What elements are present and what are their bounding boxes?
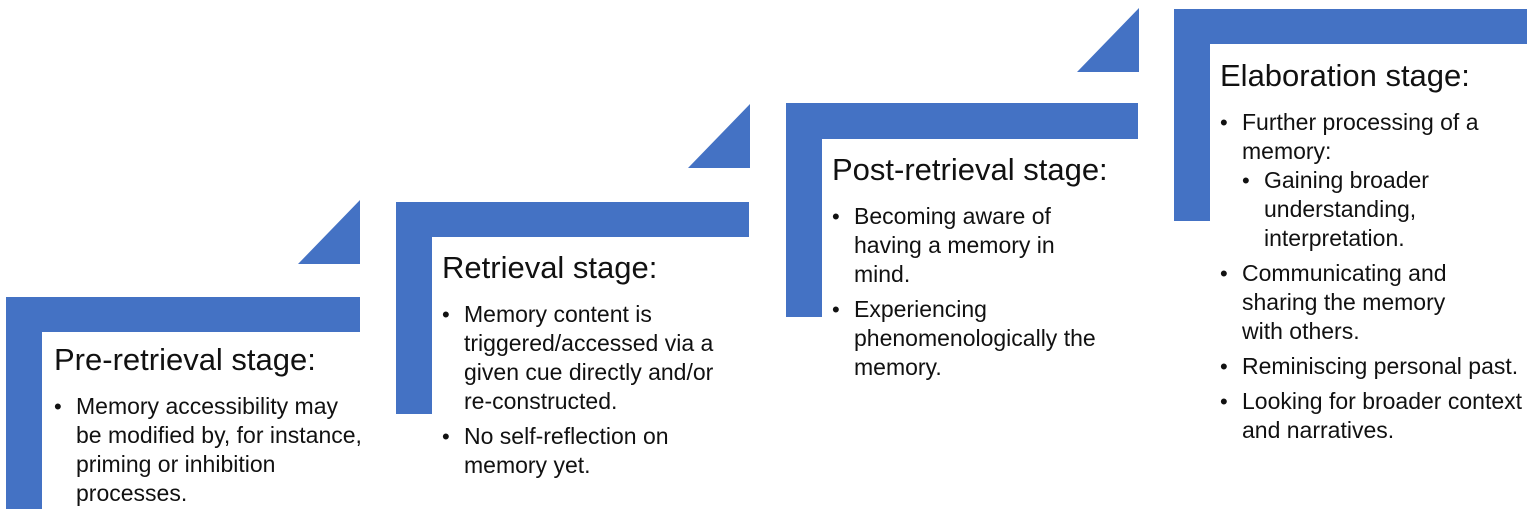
stage-1-arrow-triangle — [298, 200, 360, 264]
bullet-list: Becoming aware of having a memory in min… — [832, 202, 1127, 382]
bullet-item: No self-reflection on memory yet. — [442, 422, 742, 480]
bullet-item: Looking for broader context and narrativ… — [1220, 387, 1525, 445]
stage-title: Post-retrieval stage: — [832, 152, 1108, 187]
stage-4-corner-top — [1174, 9, 1527, 44]
stage-title: Elaboration stage: — [1220, 58, 1470, 93]
bullet-item: Communicating and sharing the memory wit… — [1220, 259, 1492, 346]
stage-title: Retrieval stage: — [442, 250, 658, 285]
stage-3-corner-side — [786, 103, 822, 317]
sub-bullet-item: Gaining broader understanding, interpret… — [1242, 166, 1454, 253]
bullet-item: Becoming aware of having a memory in min… — [832, 202, 1094, 289]
stage-1-corner-top — [6, 297, 360, 332]
stage-elaboration: Elaboration stage: Further processing of… — [1220, 58, 1525, 451]
stage-2-arrow-triangle — [688, 104, 750, 168]
stage-pre-retrieval: Pre-retrieval stage: Memory accessibilit… — [54, 342, 364, 514]
stage-1-corner-side — [6, 297, 42, 509]
bullet-list: Further processing of a memory: Gaining … — [1220, 108, 1525, 445]
bullet-list: Memory accessibility may be modified by,… — [54, 392, 364, 508]
bullet-item: Reminiscing personal past. — [1220, 352, 1525, 381]
stage-post-retrieval: Post-retrieval stage: Becoming aware of … — [832, 152, 1127, 388]
stage-3-corner-top — [786, 103, 1138, 139]
stage-3-arrow-triangle — [1077, 8, 1139, 72]
bullet-item: Memory content is triggered/accessed via… — [442, 300, 742, 416]
bullet-item: Memory accessibility may be modified by,… — [54, 392, 364, 508]
bullet-list: Memory content is triggered/accessed via… — [442, 300, 742, 480]
bullet-item: Experiencing phenomenologically the memo… — [832, 295, 1104, 382]
stage-4-corner-side — [1174, 9, 1210, 221]
stage-2-corner-top — [396, 202, 749, 237]
bullet-item: Further processing of a memory: — [1220, 108, 1525, 166]
stage-retrieval: Retrieval stage: Memory content is trigg… — [442, 250, 742, 486]
stage-title: Pre-retrieval stage: — [54, 342, 316, 377]
stage-2-corner-side — [396, 202, 432, 414]
